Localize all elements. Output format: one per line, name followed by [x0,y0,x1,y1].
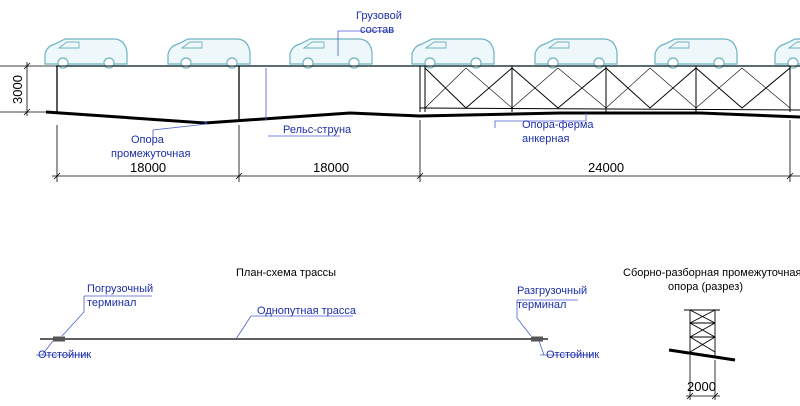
cargo-train [44,38,800,69]
cargo-train-label: Грузовой состав [356,10,405,36]
cargo-vehicle [411,38,495,69]
cargo-vehicle [774,38,800,69]
loading-terminal-mark [53,336,65,342]
section-title: Сборно-разборная промежуточная опора (ра… [623,267,800,293]
elevation-leaders [152,30,587,143]
height-dimension [0,62,56,116]
intermediate-support-label: Опора промежуточная [111,134,190,160]
loading-terminal-label: Погрузочный терминал [87,283,156,309]
truss-support-label: Опора-ферма анкерная [522,119,597,145]
settling-left-label: Отстойник [38,349,91,361]
plan-leaders [36,295,594,356]
span-2-value: 18000 [313,160,349,175]
height-dimension-value: 3000 [10,75,25,104]
ground-line [45,110,800,125]
rail-string-label: Рельс-струна [283,124,352,136]
plan-title: План-схема трассы [236,267,336,279]
cargo-vehicle [654,38,738,69]
span-3-value: 24000 [588,160,624,175]
unloading-terminal-label: Разгрузочный терминал [517,285,590,311]
section-ground-line [668,348,736,362]
section-width-value: 2000 [687,379,716,394]
section-width-dimension [686,355,720,400]
cargo-vehicle [167,38,251,69]
cargo-vehicle [289,38,373,69]
cargo-vehicle [44,38,128,69]
section-support-drawing [684,309,720,358]
single-track-label: Однопутная трасса [257,305,357,317]
span-dimension-lines [52,120,800,182]
settling-right-label: Отстойник [546,349,599,361]
span-1-value: 18000 [130,160,166,175]
truss-anchor-support [419,65,800,112]
cargo-vehicle [534,38,618,69]
unloading-terminal-mark [531,336,543,342]
